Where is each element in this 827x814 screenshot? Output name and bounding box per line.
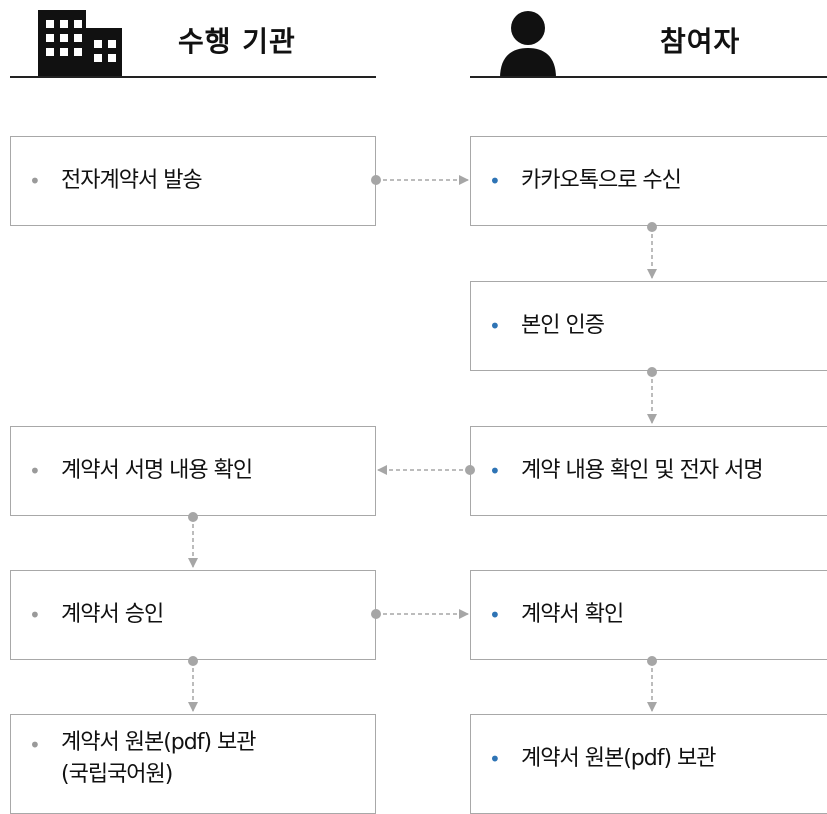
left-lane-title: 수행 기관	[178, 25, 296, 58]
right-lane-title: 참여자	[660, 25, 741, 58]
step-label: 계약서 확인	[521, 602, 624, 627]
step-label-line2: (국립국어원)	[61, 762, 173, 787]
left-lane-underline	[10, 76, 376, 78]
step-label: 계약서 서명 내용 확인	[61, 458, 253, 483]
step-store-original-participant: • 계약서 원본(pdf) 보관	[470, 714, 827, 814]
step-receive-kakao: • 카카오톡으로 수신	[470, 136, 827, 226]
bullet-dot: •	[29, 603, 41, 627]
connector-dot	[647, 367, 657, 377]
bullet-dot: •	[29, 169, 41, 193]
step-label: 카카오톡으로 수신	[521, 168, 682, 193]
connector-dot	[188, 656, 198, 666]
step-label: 전자계약서 발송	[61, 168, 203, 193]
person-icon	[498, 10, 558, 78]
connector-dot	[371, 609, 381, 619]
step-review-and-sign: • 계약 내용 확인 및 전자 서명	[470, 426, 827, 516]
step-store-original-agency: • 계약서 원본(pdf) 보관 (국립국어원)	[10, 714, 376, 814]
connector-dot	[371, 175, 381, 185]
right-lane-underline	[470, 76, 827, 78]
step-label: 본인 인증	[521, 313, 605, 338]
connector-dot	[188, 512, 198, 522]
step-confirm-contract: • 계약서 확인	[470, 570, 827, 660]
step-label: 계약서 승인	[61, 602, 164, 627]
connector-dot	[465, 465, 475, 475]
bullet-dot: •	[489, 747, 501, 771]
step-check-signed: • 계약서 서명 내용 확인	[10, 426, 376, 516]
bullet-dot: •	[489, 603, 501, 627]
bullet-dot: •	[489, 314, 501, 338]
bullet-dot: •	[29, 733, 41, 757]
bullet-dot: •	[29, 459, 41, 483]
connector-dot	[647, 222, 657, 232]
step-label-line1: 계약서 원본(pdf) 보관	[61, 730, 257, 755]
step-label: 계약서 원본(pdf) 보관	[521, 746, 717, 771]
step-label: 계약 내용 확인 및 전자 서명	[521, 458, 764, 483]
step-send-contract: • 전자계약서 발송	[10, 136, 376, 226]
step-approve: • 계약서 승인	[10, 570, 376, 660]
connector-dot	[647, 656, 657, 666]
bullet-dot: •	[489, 459, 501, 483]
bullet-dot: •	[489, 169, 501, 193]
building-icon	[38, 10, 122, 78]
